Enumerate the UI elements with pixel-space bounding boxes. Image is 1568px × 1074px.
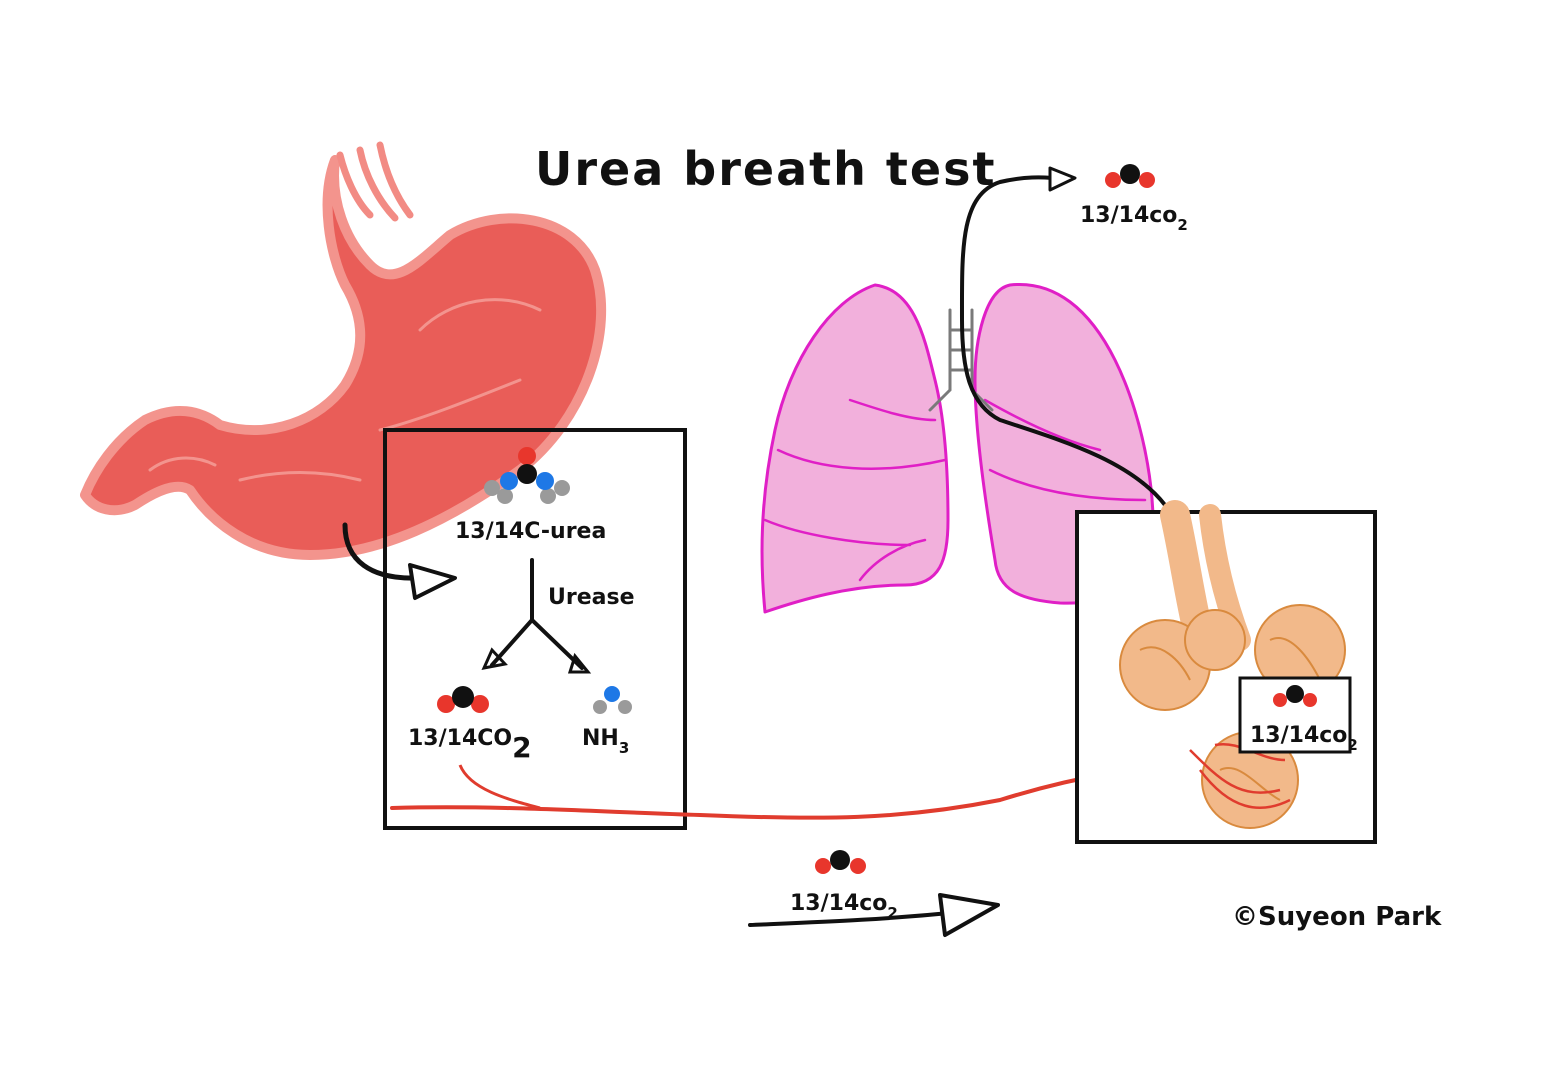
exhaled-co2-label: 13/14co2 — [1080, 203, 1188, 234]
co2-molecule-icon — [1105, 164, 1155, 188]
urea-label: 13/14C-urea — [455, 519, 606, 544]
credit-text: ©Suyeon Park — [1232, 902, 1442, 932]
urease-label: Urease — [548, 585, 635, 610]
bloodstream-co2-label: 13/14co2 — [790, 891, 898, 922]
bloodstream-co2: 13/14co2 — [748, 850, 1000, 937]
nh3-molecule-icon — [593, 686, 632, 714]
diagram-title: Urea breath test — [535, 142, 996, 196]
alveoli-co2-label: 13/14co2 — [1250, 723, 1358, 754]
urea-molecule-icon — [484, 447, 570, 504]
stomach-detail-box: 13/14C-urea Urease 13/14CO2 NH3 — [383, 428, 687, 830]
nh3-label: NH3 — [582, 726, 629, 757]
co2-molecule-icon — [815, 850, 866, 874]
co2-label: 13/14CO2 — [408, 726, 532, 764]
alveoli-detail-box: 13/14co2 — [1075, 500, 1377, 844]
alveoli-illustration — [1119, 500, 1346, 829]
co2-molecule-icon — [437, 686, 489, 713]
co2-molecule-icon — [1273, 685, 1317, 707]
stomach-illustration — [80, 141, 607, 600]
exhaled-co2: 13/14co2 — [1080, 164, 1188, 234]
